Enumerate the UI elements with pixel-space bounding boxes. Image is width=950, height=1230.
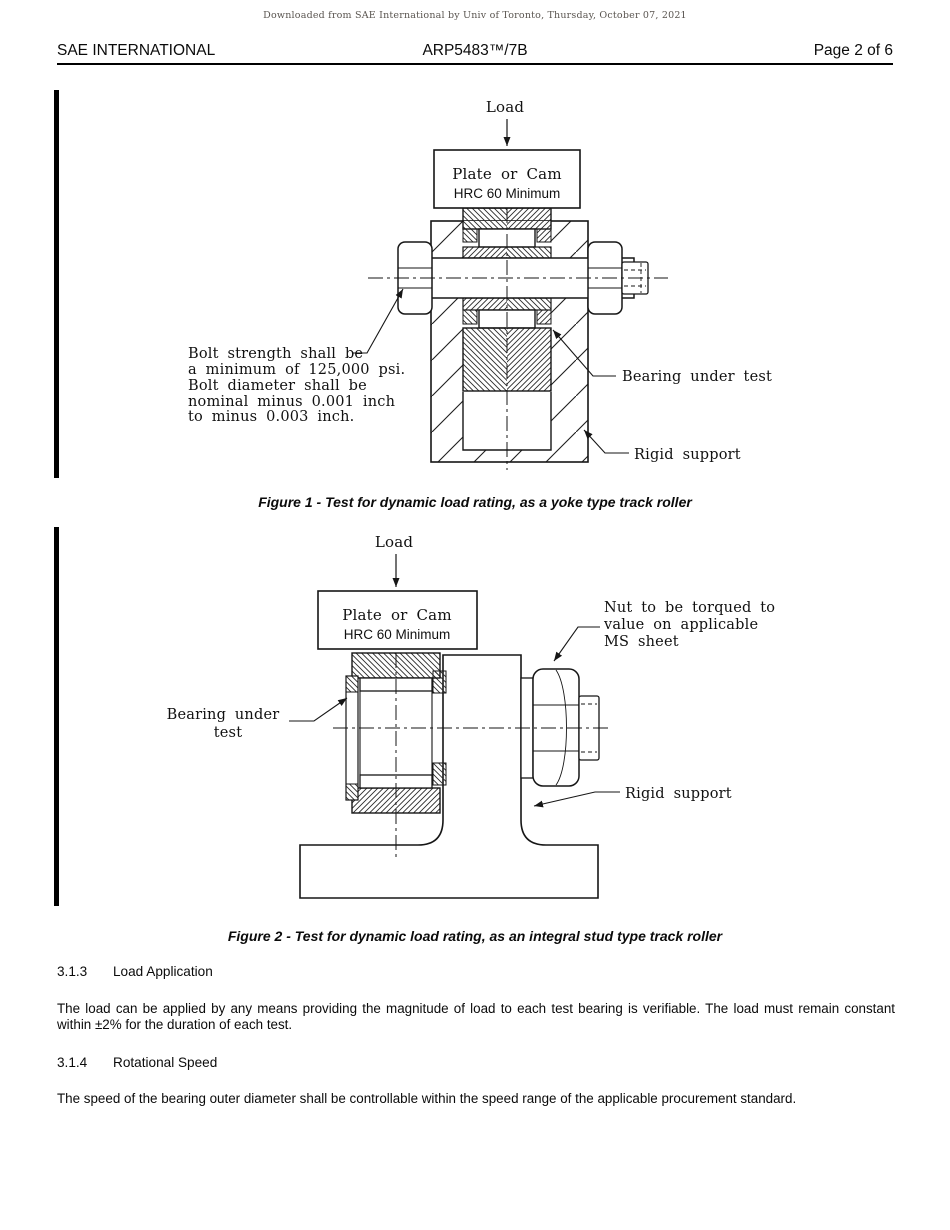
section-number: 3.1.3 [57,964,88,979]
section-number: 3.1.4 [57,1055,88,1070]
svg-text:to minus 0.003 inch.: to minus 0.003 inch. [188,409,354,425]
side-flange [345,675,359,801]
change-bar-figure2 [54,527,59,906]
bore-walls [359,691,433,775]
svg-text:a minimum of 125,000 psi.: a minimum of 125,000 psi. [188,362,405,378]
load-label: Load [486,98,525,116]
plate-box [433,149,581,209]
svg-text:test: test [214,725,242,741]
plate-label-line1: Plate or Cam [452,165,562,183]
page-header: SAE INTERNATIONAL ARP5483™/7B Page 2 of … [57,42,893,65]
section-body-3-1-4: The speed of the bearing outer diameter … [57,1091,797,1106]
section-title: Rotational Speed [113,1055,218,1070]
svg-text:Nut to be torqued to: Nut to be torqued to [604,600,775,616]
support-label: Rigid support [625,786,732,802]
support-leader [533,791,620,808]
header-org: SAE INTERNATIONAL [57,42,216,59]
support-leader [583,429,629,454]
load-label: Load [375,533,414,551]
svg-text:Bolt diameter shall be: Bolt diameter shall be [188,378,367,394]
header-doc-number: ARP5483™/7B [422,42,528,59]
nut-note-leader [553,626,600,662]
plate-box [317,590,478,650]
svg-text:Bearing under: Bearing under [167,707,280,723]
bolt-note-leader [353,288,404,354]
figure1-drawing: Plate or Cam HRC 60 Minimum Load Bolt st… [188,98,772,470]
plate-label-line1: Plate or Cam [342,606,452,624]
plate-label-line2: HRC 60 Minimum [344,627,451,642]
section-heading-3-1-3: 3.1.3 Load Application [57,964,213,979]
svg-text:MS sheet: MS sheet [604,634,679,650]
bearing-label: Bearing under test [622,369,772,385]
change-bar-figure1 [54,90,59,478]
figure1-caption: Figure 1 - Test for dynamic load rating,… [258,494,692,510]
section-title: Load Application [113,964,213,979]
download-notice: Downloaded from SAE International by Uni… [263,10,687,21]
pedestal-support [299,654,599,899]
bearing-section [462,207,552,392]
support-label: Rigid support [634,447,741,463]
bearing-label: Bearing under test [167,707,280,741]
svg-text:value on applicable: value on applicable [603,617,758,633]
figure2-drawing: Plate or Cam HRC 60 Minimum Load Nut to … [167,533,775,899]
bearing-leader [552,329,616,377]
nut-note: Nut to be torqued to value on applicable… [603,600,775,650]
bolt-note: Bolt strength shall be a minimum of 125,… [188,346,405,425]
plate-label-line2: HRC 60 Minimum [454,186,561,201]
header-page-number: Page 2 of 6 [813,42,894,59]
svg-text:Bolt strength shall be: Bolt strength shall be [188,346,363,362]
bearing-leader [289,697,348,722]
section-heading-3-1-4: 3.1.4 Rotational Speed [57,1055,217,1070]
svg-text:nominal minus 0.001 inch: nominal minus 0.001 inch [188,394,395,410]
section-body-3-1-3: The load can be applied by any means pro… [57,1001,895,1033]
figure2-caption: Figure 2 - Test for dynamic load rating,… [227,928,723,944]
